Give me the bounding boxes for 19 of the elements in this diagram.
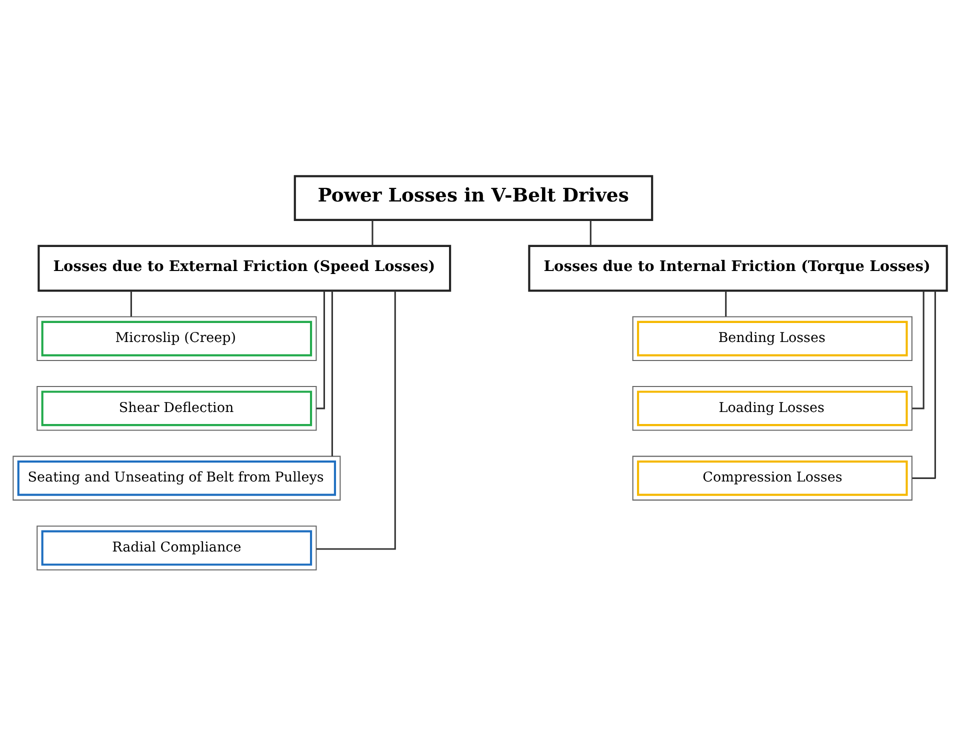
connector <box>724 290 726 317</box>
connector <box>316 290 396 550</box>
node-box: Loading Losses <box>632 386 912 431</box>
connector <box>130 290 132 317</box>
node-box: Radial Compliance <box>36 526 316 570</box>
node-box: Bending Losses <box>632 316 912 362</box>
connector <box>912 290 936 479</box>
connector <box>371 220 373 246</box>
connector <box>316 290 324 410</box>
node-box: Compression Losses <box>632 456 912 501</box>
connector <box>330 290 332 456</box>
node-box: Power Losses in V-Belt Drives <box>293 175 653 221</box>
node-box: Losses due to Internal Friction (Torque Losses) <box>528 244 948 292</box>
node-box: Seating and Unseating of Belt from Pulleys <box>12 456 340 501</box>
connector <box>589 220 591 246</box>
node-box: Losses due to External Friction (Speed Losses) <box>37 244 451 292</box>
node-box: Microslip (Creep) <box>36 316 316 362</box>
node-box: Shear Deflection <box>36 386 316 431</box>
connector <box>912 290 924 410</box>
